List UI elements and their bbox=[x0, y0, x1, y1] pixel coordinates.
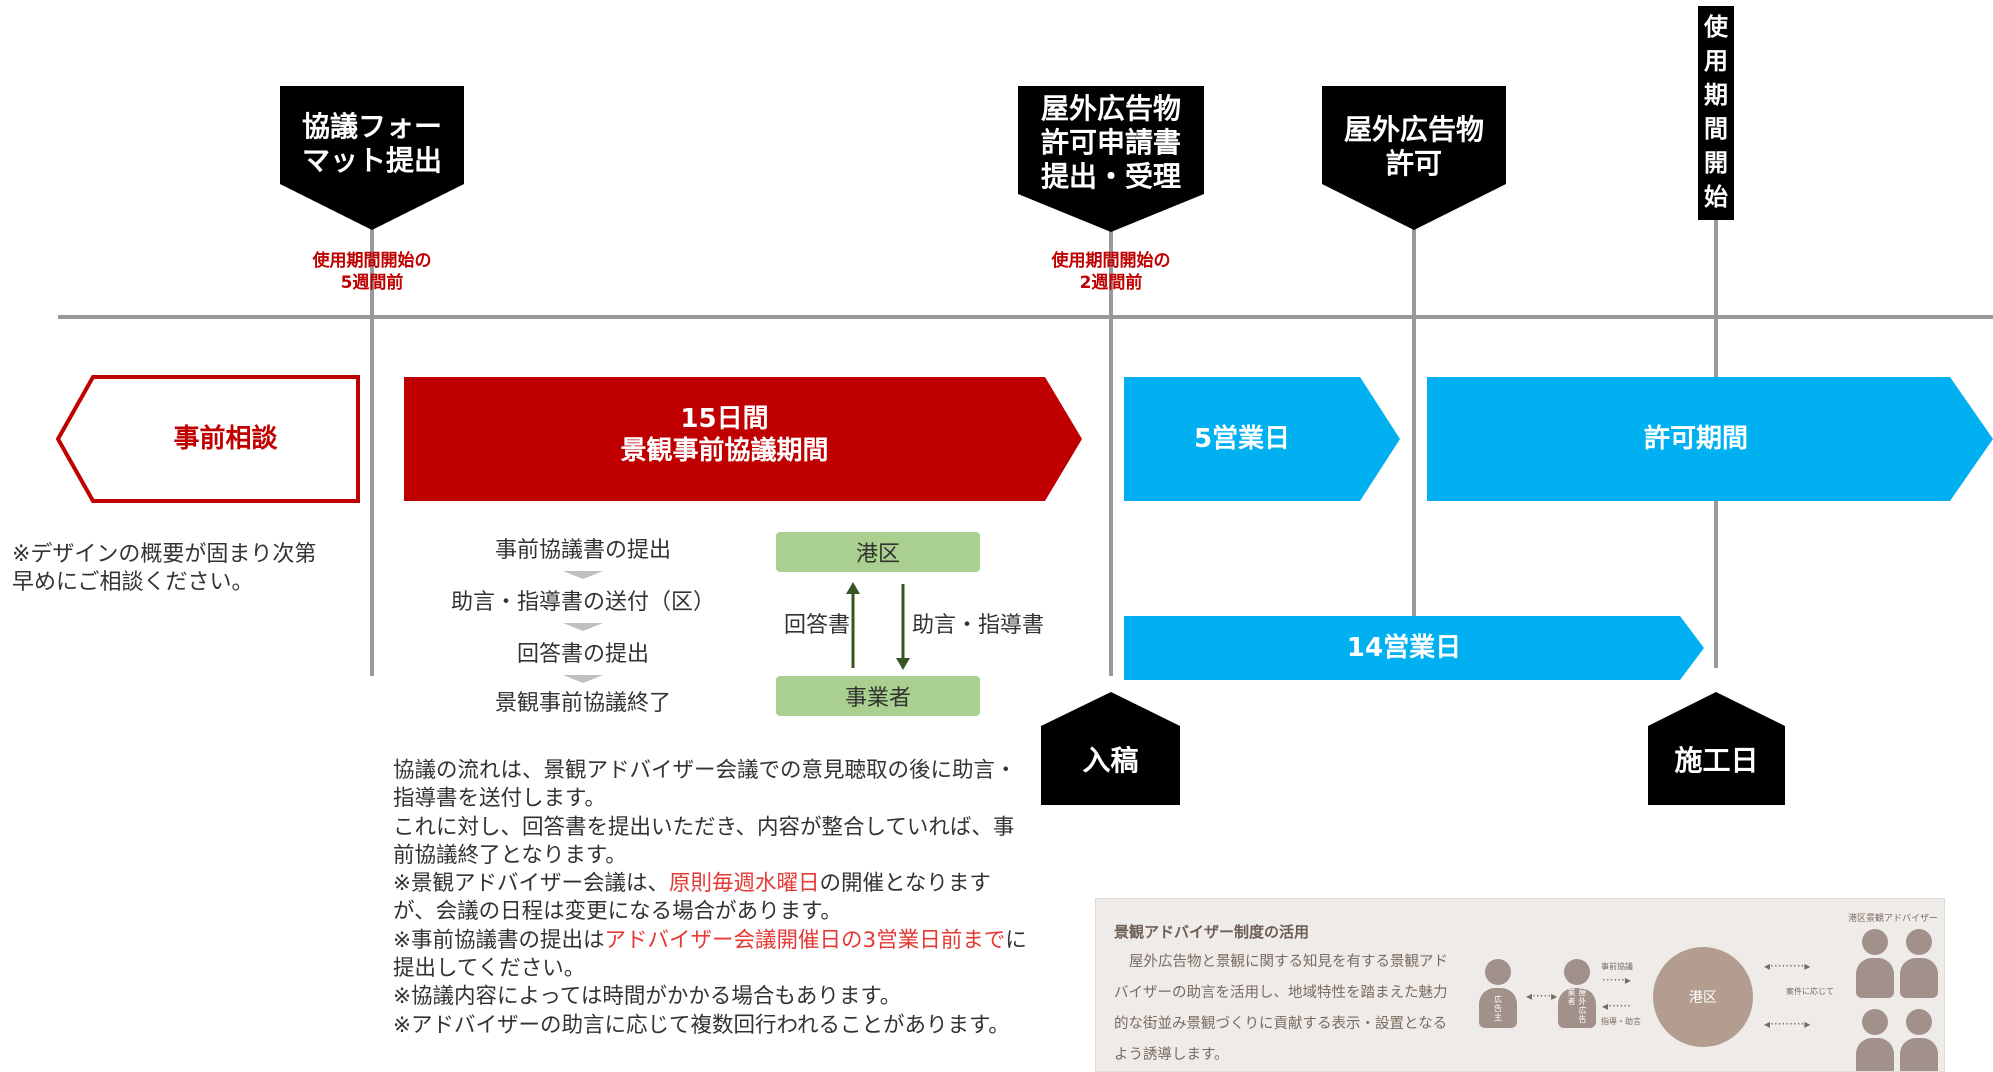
label-answer: 回答書 bbox=[783, 613, 850, 638]
dotted-arrow-left-icon: ◂······ bbox=[1602, 999, 1631, 1013]
note-p3: ※景観アドバイザー会議は、原則毎週水曜日の開催となりますが、会議の日程は変更にな… bbox=[393, 871, 991, 925]
marker-submission bbox=[1041, 692, 1180, 805]
inset-arrow-bottom-label: 指導・助言 bbox=[1601, 1017, 1641, 1026]
arrow-down-head bbox=[896, 658, 910, 670]
bar-business5-label: 5営業日 bbox=[1193, 424, 1291, 454]
inset-circle-minato: 港区 bbox=[1653, 947, 1753, 1047]
marker-permit-label: 屋外広告物 許可 bbox=[1343, 113, 1484, 180]
bar-consult bbox=[55, 375, 360, 503]
advisor-group-bottom-icon bbox=[1856, 1009, 1938, 1071]
note-p2: これに対し、回答書を提出いただき、内容が整合していれば、事前協議終了となります。 bbox=[393, 814, 1015, 868]
marker-submission-label: 入稿 bbox=[1082, 744, 1139, 777]
person-advertiser-icon: 広告主 bbox=[1479, 959, 1517, 1028]
label-advice: 助言・指導書 bbox=[912, 613, 1045, 638]
flow-step-3: 回答書の提出 bbox=[516, 642, 649, 667]
note-p6: ※アドバイザーの助言に応じて複数回行われることがあります。 bbox=[393, 1012, 1010, 1038]
box-minato-ku: 港区 bbox=[776, 532, 980, 572]
marker-application bbox=[1018, 86, 1204, 232]
marker-start-label: 使 用 期 間 開 始 bbox=[1704, 13, 1728, 211]
dotted-arrow-1-icon: ◂·····▸ bbox=[1526, 989, 1558, 1003]
bar-permit-period bbox=[1427, 377, 1993, 501]
inset-body: 屋外広告物と景観に関する知見を有する景観アドバイザーの助言を活用し、地域特性を踏… bbox=[1114, 954, 1448, 1063]
flow-step-1: 事前協議書の提出 bbox=[494, 538, 671, 563]
flow-step-2: 助言・指導書の送付（区） bbox=[450, 590, 715, 615]
consult-note: ※デザインの概要が固まり次第 早めにご相談ください。 bbox=[12, 542, 317, 595]
dotted-arrow-down-icon: ◂·········▸ bbox=[1764, 1017, 1811, 1031]
marker-permit bbox=[1322, 86, 1506, 230]
bar-review bbox=[404, 377, 1082, 501]
note-p5: ※協議内容によっては時間がかかる場合もあります。 bbox=[393, 984, 902, 1010]
marker-format bbox=[280, 86, 464, 230]
marker-format-label: 協議フォー マット提出 bbox=[301, 110, 442, 177]
advisor-inset: 景観アドバイザー制度の活用 屋外広告物と景観に関する知見を有する景観アドバイザー… bbox=[1095, 898, 1945, 1072]
bar-permit-period-label: 許可期間 bbox=[1643, 424, 1748, 454]
flow-chevron-1 bbox=[563, 571, 603, 579]
sublabel-five-weeks: 使用期間開始の 5週間前 bbox=[312, 251, 432, 293]
inset-title: 景観アドバイザー制度の活用 bbox=[1114, 923, 1310, 941]
inset-advisor-label: 港区景観アドバイザー bbox=[1848, 914, 1939, 924]
person-agency-icon: 屋外広告業者 bbox=[1558, 959, 1596, 1028]
notes-block: 協議の流れは、景観アドバイザー会議での意見聴取の後に助言・指導書を送付します。 … bbox=[393, 757, 1033, 1040]
flow-step-4: 景観事前協議終了 bbox=[494, 691, 671, 716]
dotted-arrow-up-icon: ◂·········▸ bbox=[1764, 959, 1811, 973]
arrow-up-head bbox=[846, 582, 860, 594]
flow-chevron-3 bbox=[563, 675, 603, 683]
inset-arrow-top-label: 事前協議 bbox=[1601, 962, 1633, 971]
marker-construction bbox=[1648, 692, 1785, 805]
marker-application-label: 屋外広告物 許可申請書 提出・受理 bbox=[1040, 92, 1181, 193]
note-p4: ※事前協議書の提出はアドバイザー会議開催日の3営業日前までに提出してください。 bbox=[393, 927, 1027, 982]
bar-business14 bbox=[1124, 616, 1704, 680]
marker-construction-label: 施工日 bbox=[1674, 744, 1759, 777]
bar-business14-label: 14営業日 bbox=[1346, 633, 1462, 663]
bar-business5 bbox=[1124, 377, 1400, 501]
bar-review-label: 15日間 景観事前協議期間 bbox=[620, 404, 829, 466]
inset-case-label: 案件に応じて bbox=[1786, 987, 1834, 996]
bar-consult-label: 事前相談 bbox=[173, 424, 278, 454]
box-business-operator: 事業者 bbox=[776, 676, 980, 716]
marker-start bbox=[1698, 6, 1734, 220]
dotted-arrow-right-icon: ······▸ bbox=[1602, 973, 1631, 987]
advisor-group-top-icon bbox=[1856, 929, 1938, 998]
sublabel-two-weeks: 使用期間開始の 2週間前 bbox=[1051, 251, 1171, 293]
note-p1: 協議の流れは、景観アドバイザー会議での意見聴取の後に助言・指導書を送付します。 bbox=[393, 758, 1017, 812]
flow-chevron-2 bbox=[563, 623, 603, 631]
